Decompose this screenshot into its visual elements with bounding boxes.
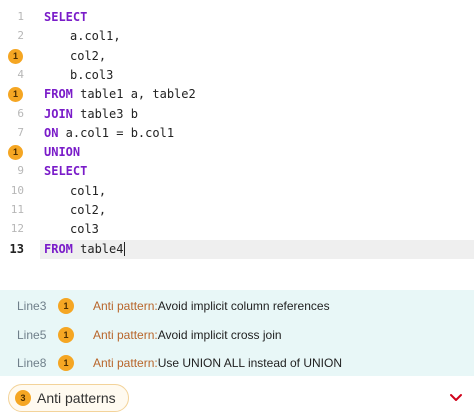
problem-line-ref[interactable]: Line8: [17, 356, 47, 370]
warning-count-icon: 1: [58, 298, 74, 314]
line-gutter: 9: [0, 162, 34, 181]
code-text: ON a.col1 = b.col1: [44, 126, 174, 141]
code-text: FROM table1 a, table2: [44, 87, 196, 102]
anti-patterns-count-badge: 3: [15, 390, 31, 406]
problem-description: Anti pattern:Use UNION ALL instead of UN…: [93, 356, 342, 370]
problem-row[interactable]: Line3 1 Anti pattern:Avoid implicit column…: [0, 292, 474, 320]
code-line[interactable]: 2 a.col1,: [0, 27, 474, 46]
code-line[interactable]: 10 col1,: [0, 182, 474, 201]
line-number: 13: [9, 241, 24, 256]
line-gutter: 13: [0, 240, 34, 259]
code-line[interactable]: 1 UNION: [0, 143, 474, 162]
sql-token: table3 b: [72, 106, 138, 121]
line-number: 11: [10, 203, 24, 216]
code-line[interactable]: 12 col3: [0, 220, 474, 239]
code-line[interactable]: 13 FROM table4: [0, 239, 474, 259]
code-line[interactable]: 4 b.col3: [0, 66, 474, 85]
line-number: 6: [17, 106, 24, 120]
text-cursor: [124, 242, 126, 257]
line-gutter: 1: [0, 85, 34, 104]
sql-keyword: SELECT: [44, 164, 88, 179]
problem-type: Anti pattern:: [93, 299, 158, 313]
line-gutter: 4: [0, 66, 34, 85]
code-line[interactable]: 1 SELECT: [0, 8, 474, 27]
sql-token: col2,: [70, 203, 107, 217]
line-gutter: 7: [0, 124, 34, 143]
status-bar: 3 Anti patterns: [0, 376, 474, 420]
sql-keyword: ON: [44, 125, 59, 140]
problem-message: Avoid implicit column references: [157, 299, 330, 313]
sql-keyword: FROM: [44, 87, 73, 102]
code-text: SELECT: [44, 164, 87, 179]
problem-message: Avoid implicit cross join: [157, 327, 282, 342]
code-text: col3: [70, 222, 99, 237]
warning-marker-icon[interactable]: 1: [8, 48, 23, 64]
code-text: JOIN table3 b: [44, 107, 138, 122]
code-line[interactable]: 11 col2,: [0, 201, 474, 220]
problem-line-ref[interactable]: Line5: [17, 327, 47, 342]
problem-line-ref[interactable]: Line3: [17, 299, 47, 313]
line-gutter: 10: [0, 182, 34, 201]
sql-token: col1,: [70, 183, 107, 198]
line-number: 9: [17, 164, 24, 178]
line-gutter: 2: [0, 27, 34, 46]
line-number: 2: [17, 29, 24, 43]
sql-keyword: SELECT: [44, 10, 88, 24]
problem-description: Anti pattern:Avoid implicit cross join: [93, 328, 282, 342]
sql-token: col3: [70, 222, 99, 237]
warning-count-icon: 1: [58, 326, 74, 343]
sql-keyword: JOIN: [44, 106, 73, 121]
line-number: 7: [17, 125, 24, 139]
line-gutter: 11: [0, 201, 34, 220]
line-gutter: 1: [0, 8, 34, 27]
line-gutter: 12: [0, 220, 34, 239]
sql-token: table1 a, table2: [72, 87, 196, 102]
sql-token: col2,: [70, 48, 107, 63]
problem-row[interactable]: Line8 1 Anti pattern:Use UNION ALL instead…: [0, 349, 474, 377]
sql-token: a.col1 = b.col1: [58, 125, 175, 140]
active-line-highlight: [40, 239, 474, 259]
line-number: 12: [10, 222, 24, 236]
code-line[interactable]: 1 col2,: [0, 47, 474, 66]
problem-row[interactable]: Line5 1 Anti pattern:Avoid implicit cross …: [0, 321, 474, 349]
code-line[interactable]: 9 SELECT: [0, 162, 474, 181]
code-text: col2,: [70, 203, 106, 218]
problem-type: Anti pattern:: [93, 356, 158, 370]
warning-marker-icon[interactable]: 1: [8, 145, 23, 161]
anti-patterns-toggle[interactable]: 3 Anti patterns: [8, 384, 129, 412]
line-gutter: 1: [0, 143, 34, 162]
code-line[interactable]: 1 FROM table1 a, table2: [0, 85, 474, 104]
code-text: UNION: [44, 145, 80, 160]
code-line[interactable]: 7 ON a.col1 = b.col1: [0, 124, 474, 143]
sql-keyword: UNION: [44, 145, 81, 160]
code-line[interactable]: 6 JOIN table3 b: [0, 105, 474, 124]
sql-token: table4: [72, 241, 124, 256]
line-gutter: 1: [0, 47, 34, 66]
code-text: SELECT: [44, 10, 87, 25]
problem-description: Anti pattern:Avoid implicit column refer…: [93, 299, 330, 313]
line-number: 10: [10, 183, 24, 197]
line-gutter: 6: [0, 105, 34, 124]
warning-marker-icon[interactable]: 1: [8, 87, 23, 103]
problem-message: Use UNION ALL instead of UNION: [157, 356, 343, 370]
anti-patterns-label: Anti patterns: [37, 390, 116, 406]
sql-token: b.col3: [70, 67, 114, 82]
chevron-down-icon[interactable]: [448, 390, 464, 406]
sql-keyword: FROM: [44, 241, 73, 256]
code-text: FROM table4: [44, 241, 126, 257]
line-number: 4: [17, 67, 24, 81]
sql-token: a.col1,: [70, 29, 121, 44]
problem-type: Anti pattern:: [93, 327, 158, 342]
code-text: col1,: [70, 184, 106, 199]
warning-count-icon: 1: [58, 355, 74, 371]
code-text: a.col1,: [70, 29, 121, 44]
code-text: col2,: [70, 49, 106, 64]
code-text: b.col3: [70, 68, 113, 83]
line-number: 1: [17, 10, 24, 23]
